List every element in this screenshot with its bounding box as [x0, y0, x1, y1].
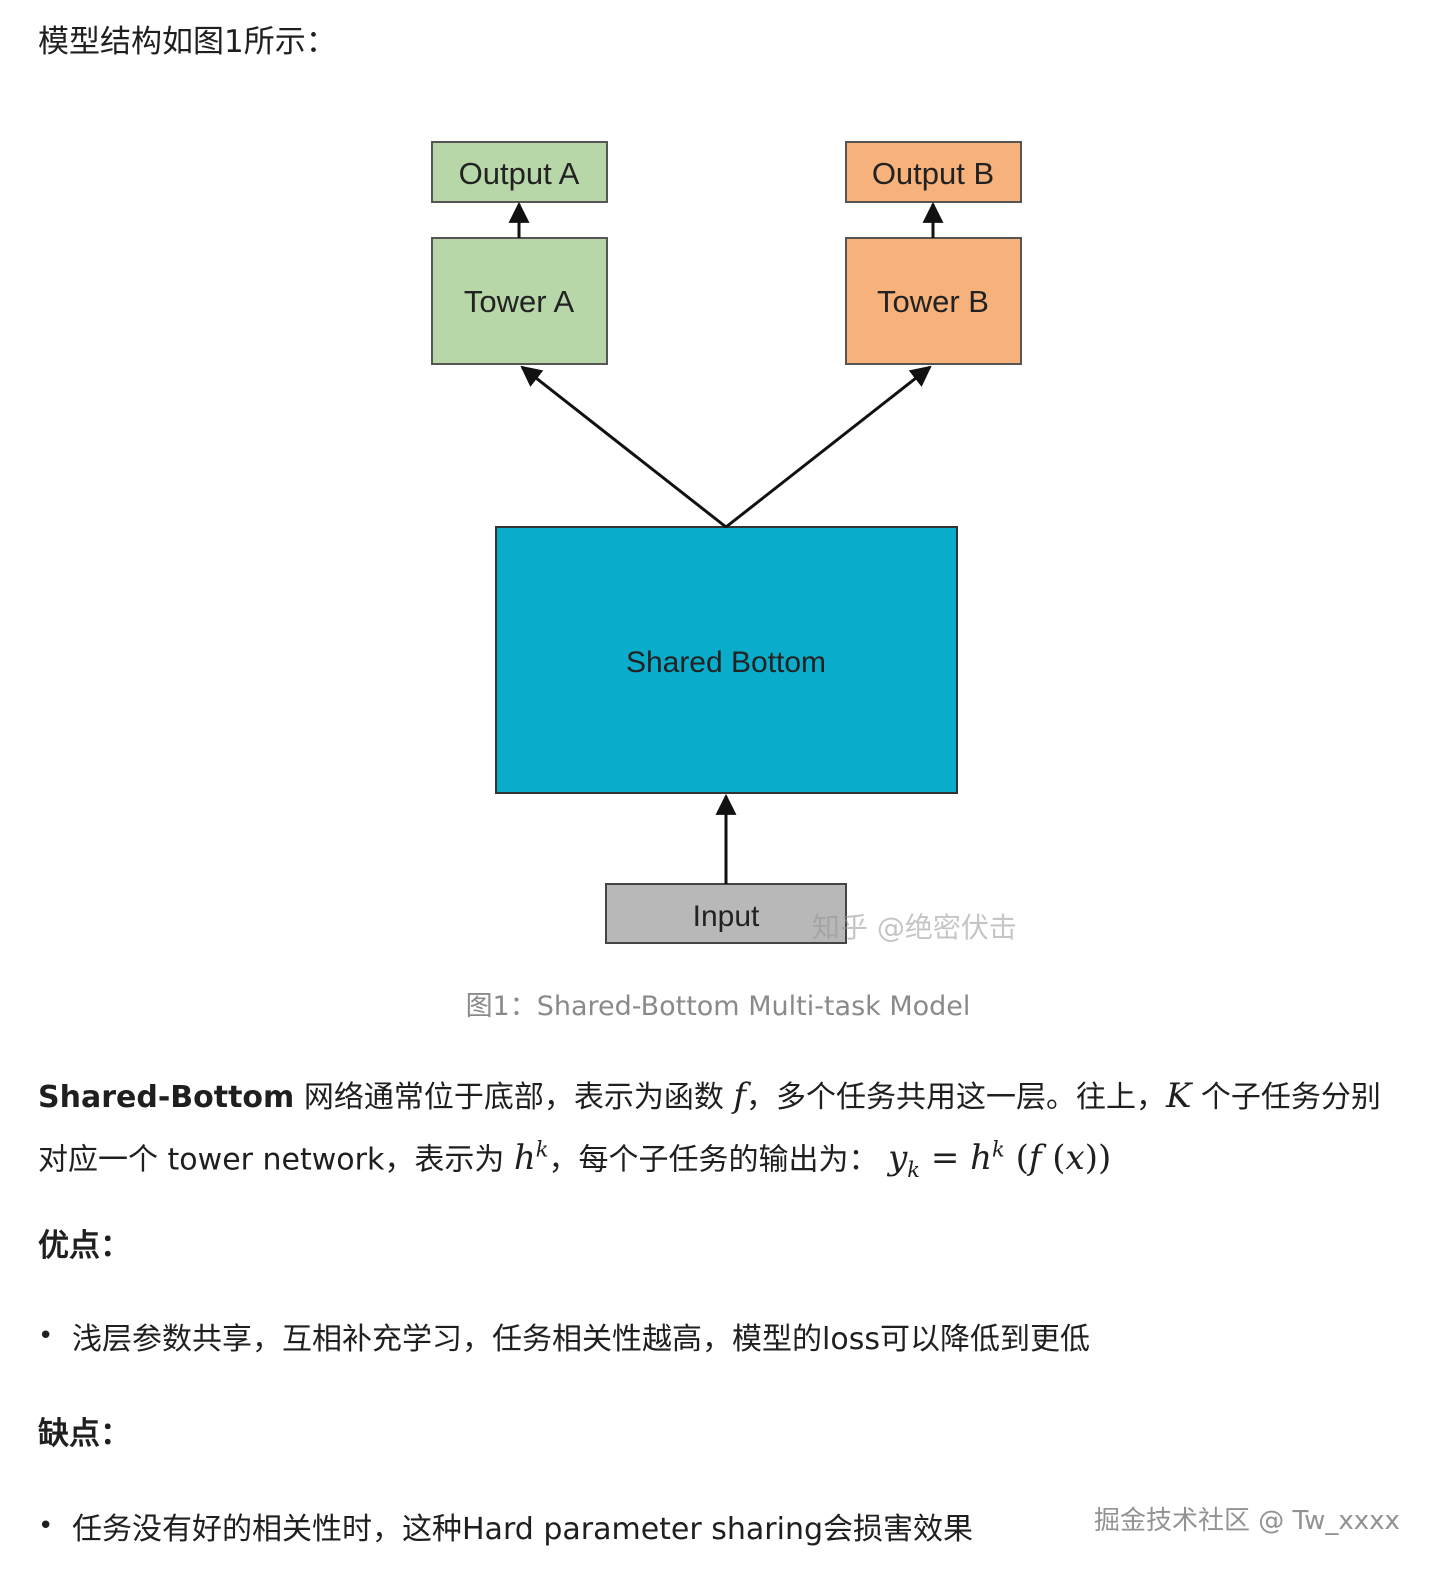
pros-list-item: • 浅层参数共享，互相补充学习，任务相关性越高，模型的loss可以降低到更低 [38, 1314, 1090, 1358]
arrow-shared-to-tower-b [725, 365, 932, 529]
bullet-icon: • [38, 1321, 54, 1351]
model-diagram: Output A Tower A Output B Tower B Shared… [431, 141, 1022, 944]
output-b-box [845, 141, 1022, 203]
footer-watermark: 掘金技术社区 @ Tw_xxxx [1094, 1506, 1400, 1536]
cons-list-item: • 任务没有好的相关性时，这种Hard parameter sharing会损害… [38, 1504, 973, 1548]
input-box [605, 883, 847, 944]
input-label: Input [693, 900, 760, 933]
math-f: f [733, 1076, 746, 1116]
tower-b-label: Tower B [877, 284, 989, 319]
output-a-label: Output A [459, 156, 580, 191]
para-text-2: ，多个任务共用这一层。往上， [745, 1080, 1166, 1115]
pros-item-text: 浅层参数共享，互相补充学习，任务相关性越高，模型的loss可以降低到更低 [72, 1322, 1090, 1357]
cons-heading: 缺点： [38, 1416, 131, 1452]
cons-item-text: 任务没有好的相关性时，这种Hard parameter sharing会损害效果 [72, 1512, 973, 1547]
para-text-1: 网络通常位于底部，表示为函数 [294, 1080, 734, 1115]
diagram-watermark: 知乎 @绝密伏击 [812, 911, 1017, 944]
para-text-4: ，每个子任务的输出为： [548, 1142, 879, 1178]
shared-bottom-label: Shared Bottom [626, 646, 826, 679]
bold-term: Shared-Bottom [38, 1080, 295, 1115]
pros-heading: 优点： [38, 1228, 131, 1264]
description-paragraph: Shared-Bottom 网络通常位于底部，表示为函数 f，多个任务共用这一层… [38, 1070, 1398, 1196]
para-text-3: 个子任务分别对应一个 tower network，表示为 [38, 1080, 1381, 1178]
output-a-box [431, 141, 608, 203]
math-output-formula: yk = hk (f (x)) [888, 1138, 1112, 1183]
figure-caption: 图1：Shared-Bottom Multi-task Model [465, 991, 971, 1022]
tower-b-box [845, 237, 1022, 365]
bullet-icon: • [38, 1511, 54, 1541]
output-b-label: Output B [872, 156, 994, 191]
shared-bottom-box [495, 526, 958, 794]
tower-a-label: Tower A [464, 284, 575, 319]
math-h-superscript-k: hk [513, 1138, 549, 1179]
math-k-upper: K [1165, 1076, 1192, 1116]
arrow-shared-to-tower-a [520, 365, 727, 529]
intro-text: 模型结构如图1所示： [38, 24, 337, 60]
